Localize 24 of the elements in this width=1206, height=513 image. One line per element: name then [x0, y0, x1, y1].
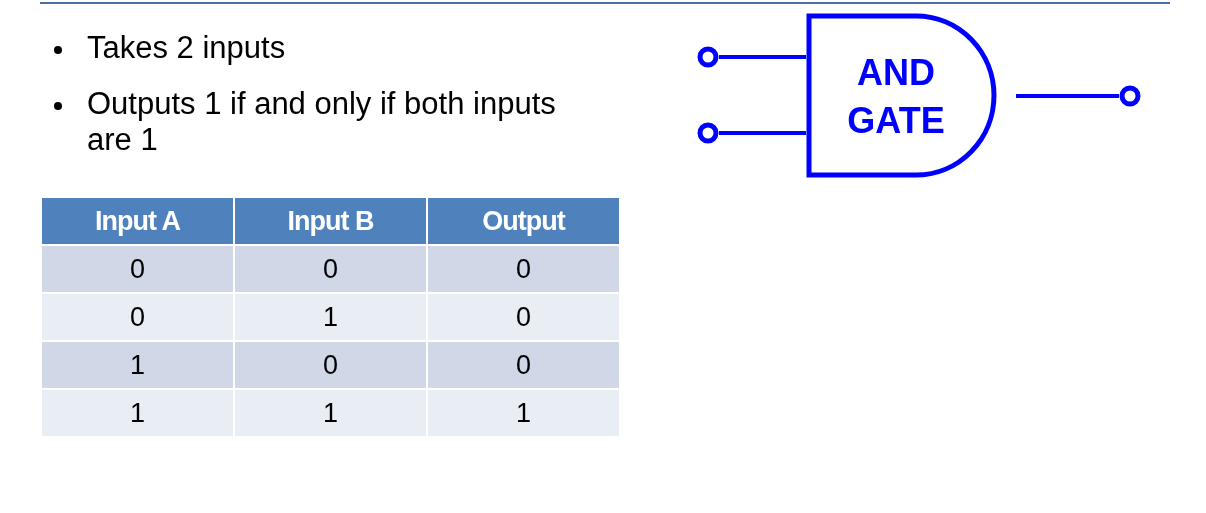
wire	[719, 131, 806, 135]
column-header: Output	[427, 197, 620, 245]
wire	[719, 55, 806, 59]
terminal-circle	[697, 122, 719, 144]
table-cell: 0	[234, 245, 427, 293]
bullet-text: Takes 2 inputs	[87, 30, 287, 66]
gate-label: AND GATE	[846, 51, 946, 143]
wire	[1016, 94, 1119, 98]
terminal-circle	[1119, 85, 1141, 107]
column-header: Input B	[234, 197, 427, 245]
column-header: Input A	[41, 197, 234, 245]
table-cell: 0	[427, 341, 620, 389]
table-cell: 1	[41, 389, 234, 437]
table-cell: 0	[234, 341, 427, 389]
table-cell: 1	[234, 389, 427, 437]
terminal-circle	[697, 46, 719, 68]
table-cell: 0	[41, 245, 234, 293]
table-cell: 1	[427, 389, 620, 437]
table-cell: 0	[41, 293, 234, 341]
table-cell: 0	[427, 245, 620, 293]
table-cell: 1	[41, 341, 234, 389]
bullet-text: Outputs 1 if and only if both inputs are 1	[87, 86, 557, 158]
table-cell: 0	[427, 293, 620, 341]
table-cell: 1	[234, 293, 427, 341]
